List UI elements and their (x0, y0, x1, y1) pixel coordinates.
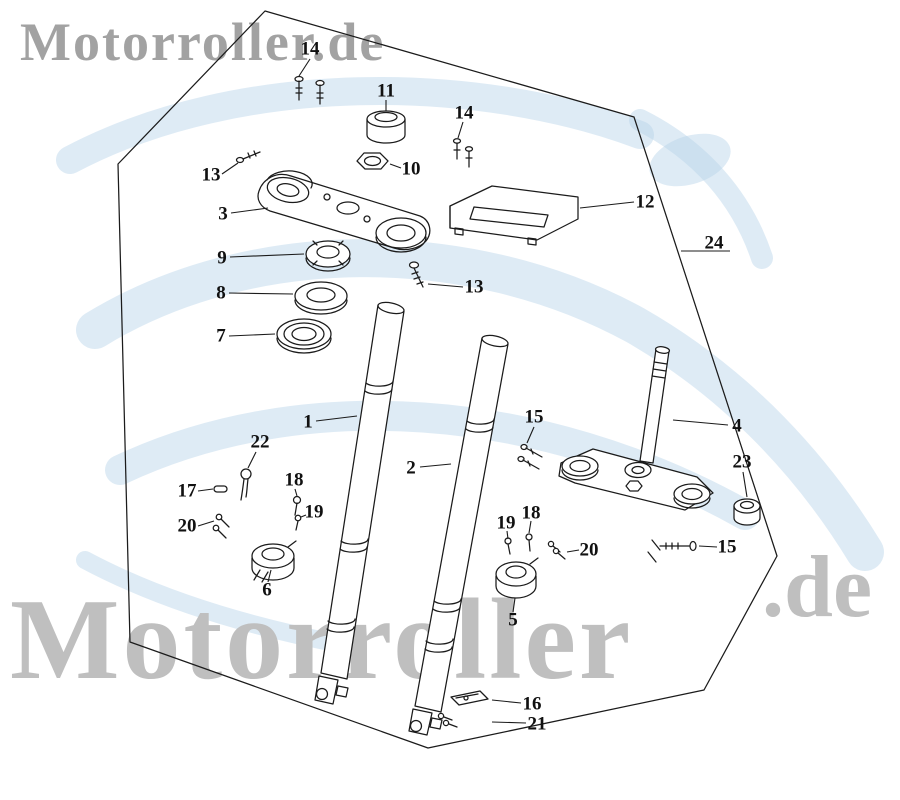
callout-leader-13 (427, 283, 464, 288)
callout-leader-18 (294, 488, 298, 497)
callout-leader-22 (247, 451, 257, 469)
callout-leader-3 (230, 207, 269, 214)
dust-seal-8 (294, 281, 348, 315)
watermark-bottom-suffix: .de (762, 539, 872, 636)
screw-13-left (235, 150, 261, 164)
callout-leader-12 (579, 201, 635, 209)
callout-leader-19 (506, 530, 509, 540)
callout-leader-14 (298, 58, 311, 77)
callout-leader-4 (672, 419, 729, 426)
screws-18-19-left (292, 495, 302, 531)
callout-label-18: 18 (522, 502, 541, 523)
callout-label-7: 7 (216, 325, 226, 346)
pin-17 (213, 485, 228, 493)
screws-14-right (452, 138, 474, 168)
callout-leader-20 (197, 520, 215, 527)
watermark-swirl (76, 239, 884, 571)
callout-label-17: 17 (178, 480, 198, 501)
callout-leader-1 (315, 415, 358, 422)
callout-label-13: 13 (465, 276, 484, 297)
callout-leader-21 (491, 721, 527, 724)
callout-label-14: 14 (301, 38, 321, 59)
watermark-swirl (76, 551, 339, 651)
brand-watermark-graphic (56, 77, 884, 651)
screws-18-19-right (504, 533, 533, 555)
callout-label-15: 15 (718, 536, 737, 557)
callout-label-3: 3 (218, 203, 228, 224)
callout-label-21: 21 (528, 713, 547, 734)
callout-label-19: 19 (305, 501, 324, 522)
callout-label-19: 19 (497, 512, 516, 533)
callout-label-2: 2 (406, 457, 416, 478)
line-art: 1411141331012249138712154232217181920619… (117, 10, 778, 749)
screws-20-right (547, 540, 566, 560)
callout-label-15: 15 (525, 406, 544, 427)
callout-label-6: 6 (262, 579, 272, 600)
steering-stem-lower-clamp-4 (558, 346, 714, 563)
callout-leader-15 (526, 426, 535, 444)
bearing-9 (305, 240, 351, 272)
callout-label-18: 18 (285, 469, 304, 490)
callout-label-23: 23 (733, 451, 752, 472)
callout-leader-13 (221, 162, 239, 175)
callout-label-24: 24 (705, 232, 725, 253)
callout-label-10: 10 (402, 158, 421, 179)
callout-leader-16 (491, 699, 522, 704)
screws-14-top (294, 75, 325, 105)
callout-leader-6 (267, 569, 272, 583)
cotter-pin-22 (240, 468, 252, 501)
callout-label-20: 20 (580, 539, 599, 560)
callout-leader-23 (742, 471, 748, 498)
bearing-race-7 (276, 318, 332, 354)
clamp-ring-6 (251, 540, 297, 583)
callout-leader-17 (197, 488, 214, 492)
callout-label-16: 16 (523, 693, 542, 714)
callout-label-5: 5 (508, 609, 518, 630)
callout-leader-15 (698, 545, 718, 548)
watermark-top-text: Motorroller.de (20, 12, 385, 72)
clamp-ring-5 (495, 557, 539, 599)
callout-label-12: 12 (636, 191, 655, 212)
steering-cap-nut-11 (366, 110, 406, 144)
callout-leader-14 (457, 121, 464, 139)
hex-nut-10 (356, 152, 389, 170)
callout-label-13: 13 (202, 164, 221, 185)
callout-leader-7 (228, 333, 276, 337)
fork-leg-left-1 (314, 301, 405, 705)
callout-leader-10 (389, 163, 402, 169)
callout-leader-18 (528, 520, 532, 534)
callout-label-11: 11 (377, 80, 395, 101)
bolt-13-middle (408, 261, 424, 288)
watermark-swirl (56, 77, 654, 174)
watermark-swirl (629, 109, 773, 269)
cap-23 (733, 498, 761, 526)
callout-label-9: 9 (217, 247, 227, 268)
callout-leader-2 (419, 463, 452, 468)
callout-leader-9 (229, 253, 305, 258)
bolts-15-left (517, 443, 543, 470)
diagram-border-polygon (117, 10, 778, 749)
callout-leader-20 (566, 549, 580, 553)
fork-leg-right-2 (408, 334, 509, 736)
upper-triple-clamp-3 (257, 170, 431, 253)
plate-16 (450, 690, 489, 706)
callout-leader-19 (300, 514, 307, 518)
callout-label-8: 8 (216, 282, 226, 303)
bolt-15-right (659, 540, 697, 552)
callout-label-20: 20 (178, 515, 197, 536)
callout-leader-5 (512, 597, 516, 613)
screws-21 (437, 712, 458, 728)
callout-label-14: 14 (455, 102, 475, 123)
callout-label-1: 1 (303, 411, 313, 432)
watermark-blob (649, 133, 731, 187)
callout-label-4: 4 (732, 415, 742, 436)
callout-label-22: 22 (251, 431, 270, 452)
screws-20-left (212, 513, 230, 539)
callout-leader-8 (228, 292, 294, 295)
handlebar-bracket-12 (449, 185, 579, 246)
